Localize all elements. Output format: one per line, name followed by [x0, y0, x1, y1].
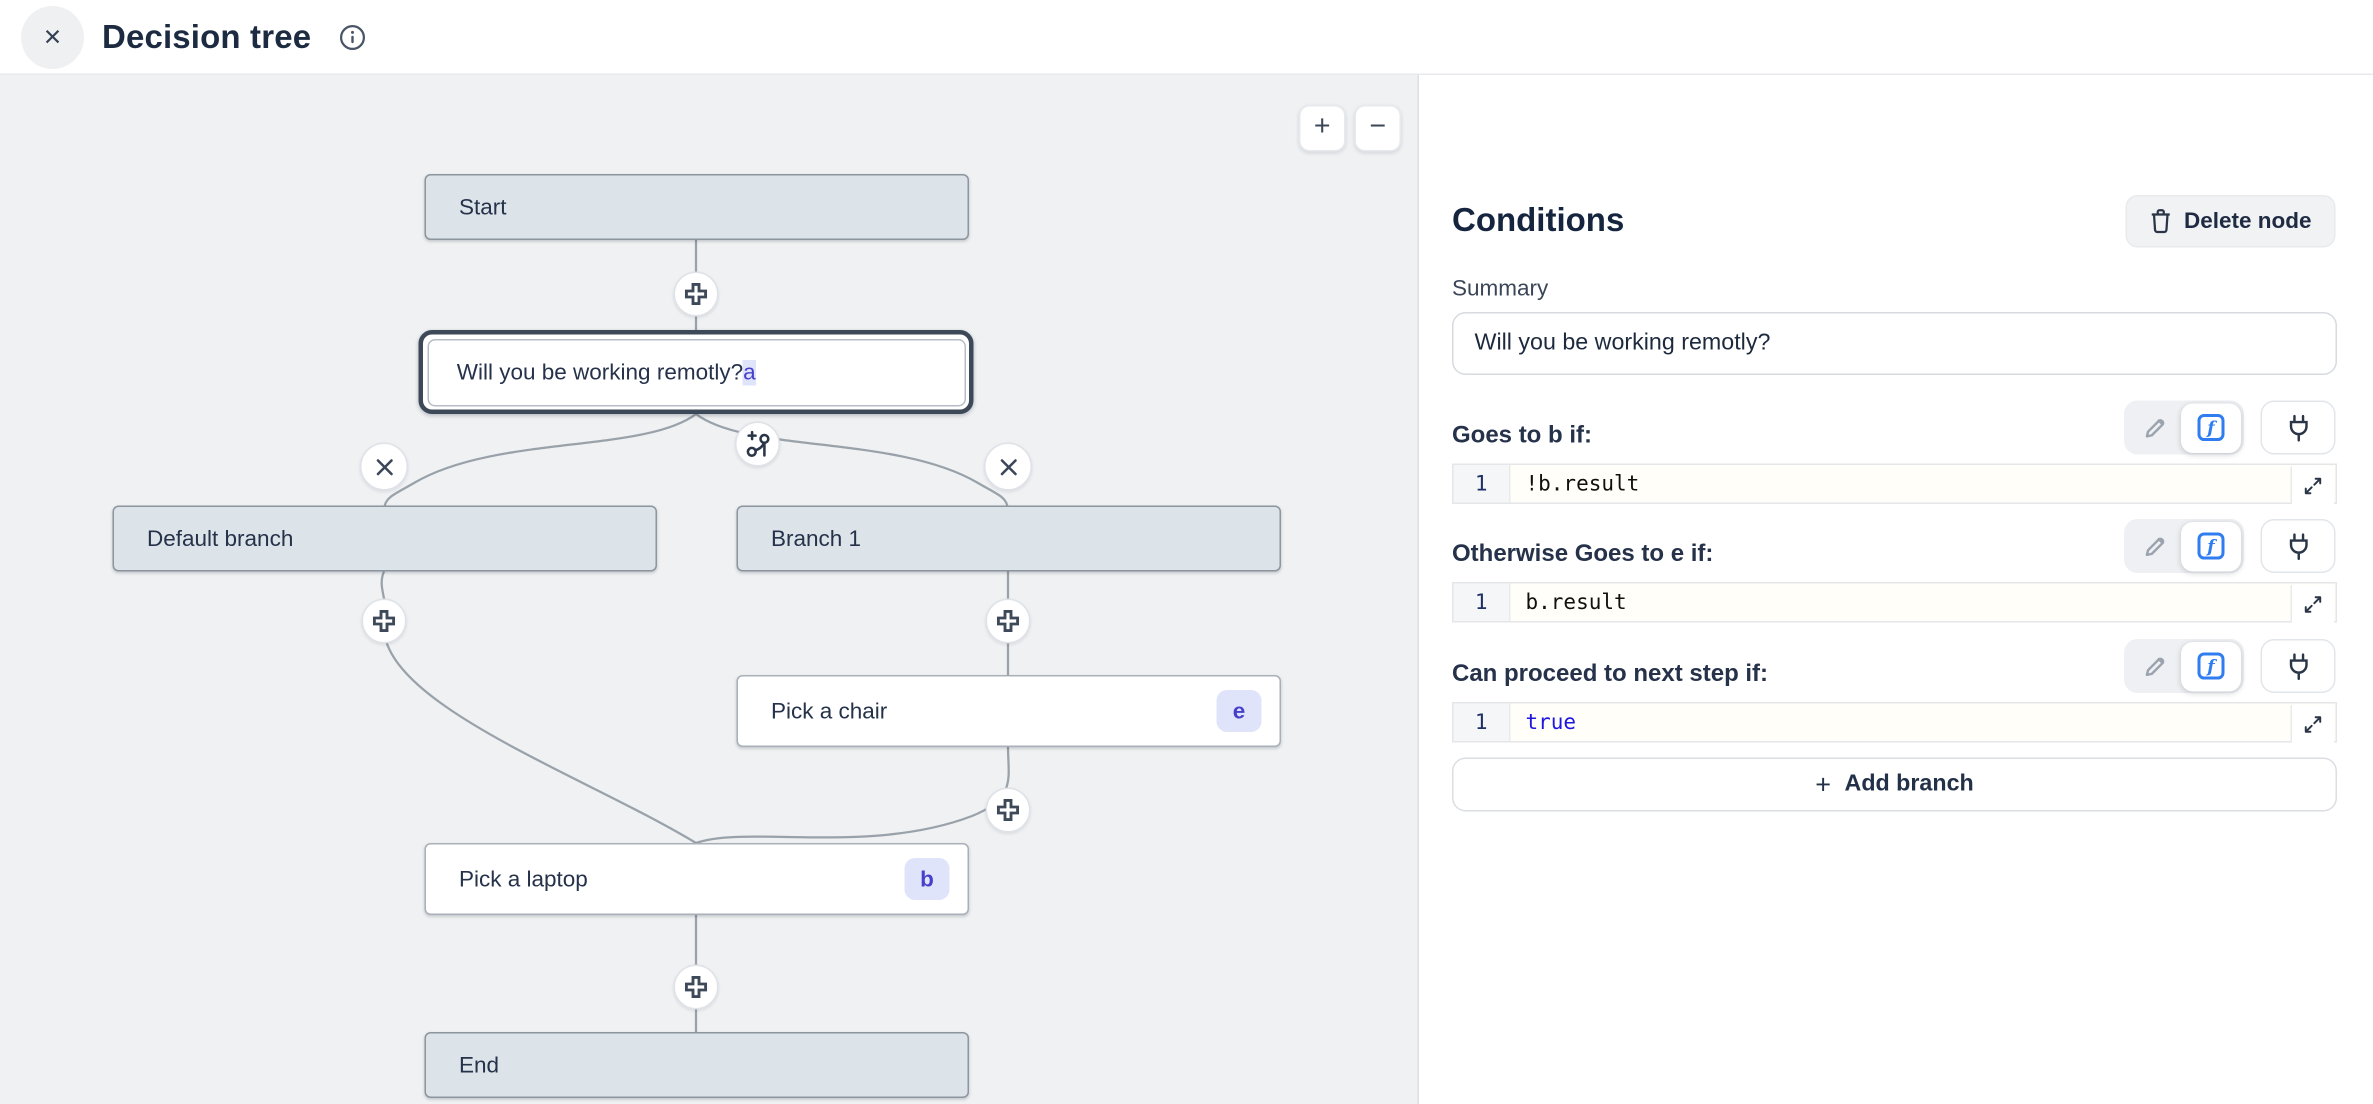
- remove-branch-button[interactable]: [360, 442, 408, 491]
- add-step-button[interactable]: [985, 787, 1031, 833]
- edit-mode-button[interactable]: [2127, 639, 2181, 693]
- node-label: Pick a chair: [771, 698, 888, 724]
- zoom-controls: + −: [1299, 105, 1401, 152]
- editor-mode-controls: f: [2124, 639, 2336, 693]
- plus-outline-icon: [372, 609, 396, 633]
- add-branch-node-button[interactable]: [735, 421, 780, 467]
- node-badge-e: e: [1216, 690, 1262, 732]
- page-title: Decision tree: [102, 18, 312, 56]
- line-number: 1: [1453, 583, 1511, 621]
- code-line[interactable]: !b.result: [1525, 471, 1640, 496]
- branch-add-icon: [746, 430, 770, 457]
- function-mode-button[interactable]: f: [2181, 521, 2241, 571]
- node-pick-chair[interactable]: Pick a chair e: [736, 675, 1281, 747]
- expand-editor-button[interactable]: [2290, 466, 2334, 504]
- edit-mode-button[interactable]: [2127, 401, 2181, 455]
- delete-node-label: Delete node: [2183, 208, 2312, 235]
- editor-mode-controls: f: [2124, 400, 2336, 455]
- line-number: 1: [1453, 703, 1511, 741]
- plus-icon: +: [1815, 768, 1832, 799]
- pencil-icon: [2144, 418, 2164, 437]
- node-start[interactable]: Start: [424, 174, 969, 240]
- node-label: Branch 1: [771, 525, 862, 552]
- delete-node-button[interactable]: Delete node: [2125, 195, 2336, 248]
- node-label: Pick a laptop: [459, 866, 588, 892]
- code-editor-otherwise-e[interactable]: 1 b.result: [1452, 582, 2337, 623]
- node-end[interactable]: End: [424, 1032, 969, 1098]
- node-label: Default branch: [147, 525, 294, 552]
- remove-branch-button[interactable]: [984, 442, 1032, 491]
- node-pick-laptop[interactable]: Pick a laptop b: [424, 843, 969, 915]
- zoom-out-button[interactable]: −: [1354, 105, 1401, 152]
- code-editor-goes-to-b[interactable]: 1 !b.result: [1452, 463, 2337, 504]
- node-decision-selected[interactable]: Will you be working remotly? a: [418, 330, 974, 414]
- panel-title: Conditions: [1452, 201, 1625, 239]
- trash-icon: [2151, 209, 2170, 234]
- connector-button[interactable]: [2260, 400, 2336, 455]
- node-branch-1[interactable]: Branch 1: [736, 505, 1281, 572]
- expand-icon: [2304, 477, 2322, 494]
- add-step-button[interactable]: [673, 964, 719, 1010]
- info-icon[interactable]: [339, 24, 366, 51]
- node-badge-a: a: [743, 359, 756, 385]
- node-label: End: [459, 1052, 500, 1078]
- function-icon: f: [2197, 414, 2225, 441]
- add-branch-button[interactable]: + Add branch: [1452, 757, 2337, 812]
- pencil-icon: [2144, 536, 2164, 556]
- zoom-in-button[interactable]: +: [1299, 105, 1346, 152]
- condition-label-otherwise-e: Otherwise Goes to e if:: [1452, 541, 1714, 568]
- add-step-button[interactable]: [673, 271, 719, 317]
- line-number: 1: [1453, 465, 1511, 503]
- condition-label-goes-to-b: Goes to b if:: [1452, 423, 1592, 449]
- pencil-icon: [2144, 656, 2164, 676]
- summary-label: Summary: [1452, 276, 1549, 302]
- add-step-button[interactable]: [361, 598, 407, 644]
- flow-canvas: + − Start Will you be working remotly? a…: [0, 75, 1419, 1104]
- function-mode-button[interactable]: f: [2181, 641, 2241, 691]
- node-badge-b: b: [904, 858, 950, 900]
- function-icon: f: [2197, 532, 2225, 560]
- plug-icon: [2289, 532, 2307, 560]
- connector-button[interactable]: [2260, 519, 2336, 573]
- code-editor-can-proceed[interactable]: 1 true: [1452, 702, 2337, 743]
- connector-button[interactable]: [2260, 639, 2336, 693]
- function-icon: f: [2197, 652, 2225, 680]
- expand-editor-button[interactable]: [2290, 585, 2334, 623]
- svg-text:f: f: [2205, 537, 2217, 557]
- condition-label-can-proceed: Can proceed to next step if:: [1452, 661, 1769, 688]
- expand-icon: [2304, 595, 2322, 612]
- node-label: Will you be working remotly?: [456, 359, 744, 385]
- expand-editor-button[interactable]: [2290, 705, 2334, 743]
- x-icon: [999, 458, 1017, 475]
- summary-input[interactable]: [1452, 312, 2337, 375]
- edit-mode-button[interactable]: [2127, 519, 2181, 573]
- svg-text:f: f: [2205, 419, 2217, 439]
- plug-icon: [2289, 414, 2307, 441]
- code-line[interactable]: b.result: [1525, 590, 1627, 615]
- plus-outline-icon: [684, 282, 708, 306]
- function-mode-button[interactable]: f: [2181, 402, 2241, 453]
- plug-icon: [2289, 652, 2307, 680]
- conditions-panel: Conditions Delete node Summary Goes to b…: [1420, 75, 2373, 1104]
- node-default-branch[interactable]: Default branch: [112, 505, 657, 572]
- code-line[interactable]: true: [1525, 710, 1577, 735]
- top-bar: × Decision tree: [0, 0, 2373, 75]
- svg-text:f: f: [2205, 657, 2217, 677]
- x-icon: [375, 458, 393, 475]
- close-button[interactable]: ×: [21, 6, 84, 69]
- expand-icon: [2304, 715, 2322, 732]
- editor-mode-controls: f: [2124, 519, 2336, 573]
- plus-outline-icon: [996, 609, 1020, 633]
- plus-outline-icon: [996, 798, 1020, 822]
- plus-outline-icon: [684, 975, 708, 999]
- add-branch-label: Add branch: [1844, 771, 1974, 797]
- node-label: Start: [459, 194, 507, 220]
- add-step-button[interactable]: [985, 598, 1031, 644]
